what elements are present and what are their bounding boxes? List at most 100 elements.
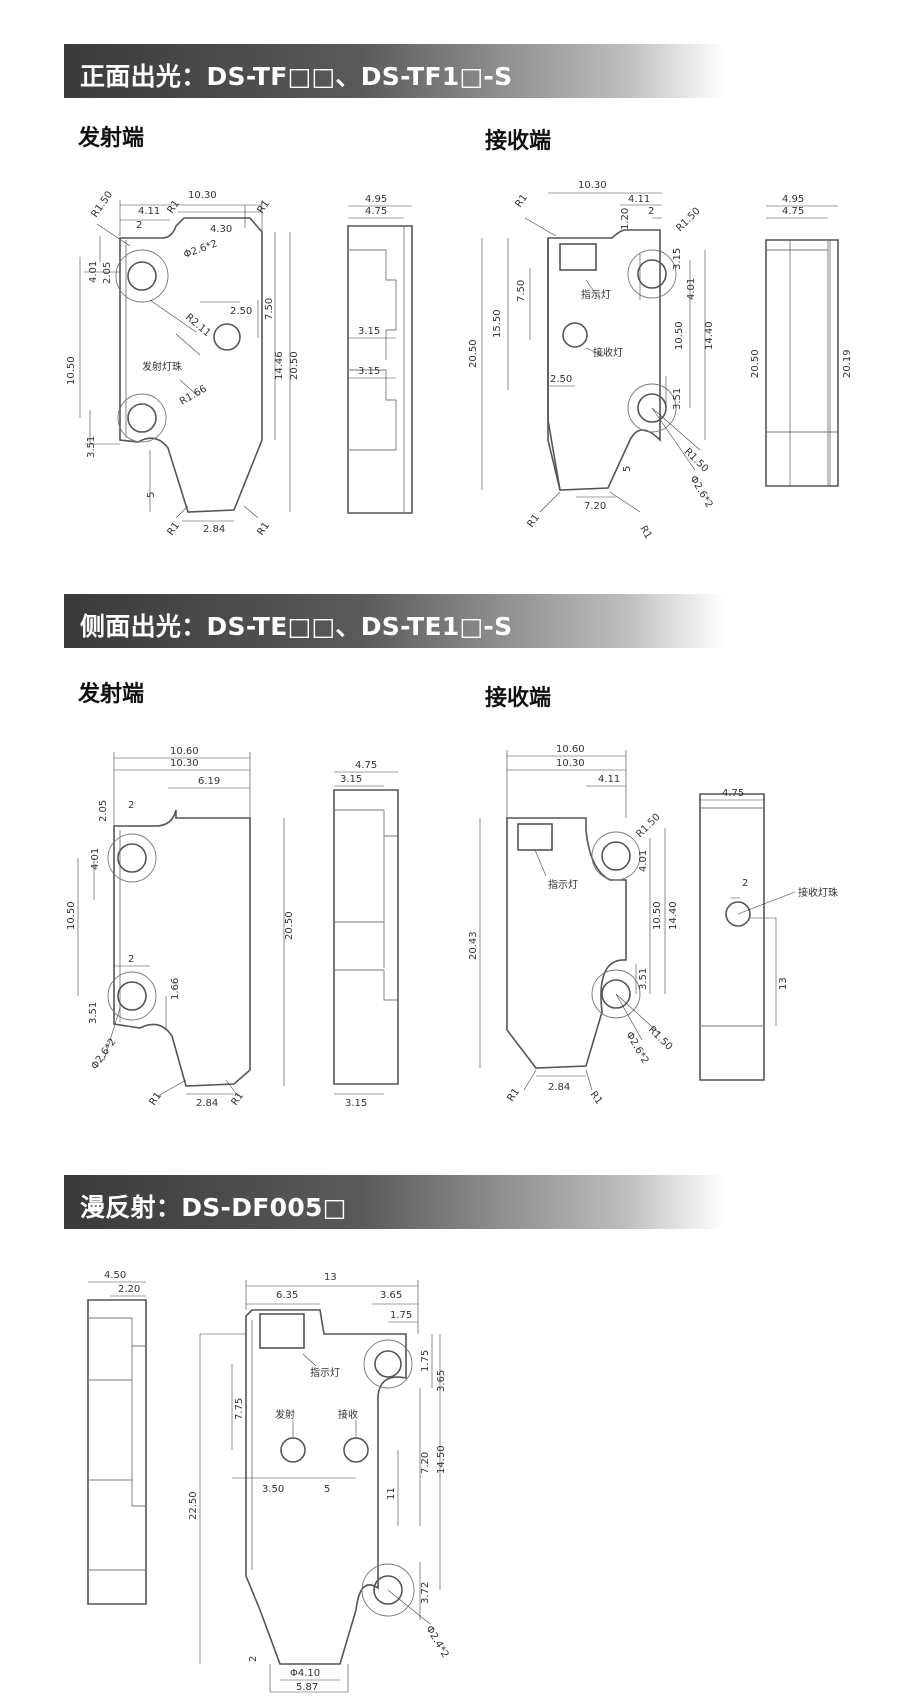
dim-label: 指示灯 <box>581 288 611 301</box>
dim-label: 10.30 <box>188 190 217 201</box>
dim-label: 1.75 <box>390 1310 412 1321</box>
dim-label: 5 <box>324 1484 330 1495</box>
dim-label: 2.05 <box>98 800 109 822</box>
dim-label: 14.46 <box>274 351 285 380</box>
dim-label: 4.01 <box>638 850 649 872</box>
dim-label: 1.20 <box>620 208 631 230</box>
dim-label: 4.50 <box>104 1270 126 1281</box>
dim-label: 20.43 <box>468 931 479 960</box>
dim-label: 5.87 <box>296 1682 318 1693</box>
dim-label: 13 <box>324 1272 337 1283</box>
dim-label: 4.11 <box>628 194 650 205</box>
dim-label: 10.30 <box>578 180 607 191</box>
emitter-heading: 发射端 <box>78 126 145 151</box>
dim-label: 4.75 <box>722 788 744 799</box>
dim-label: 指示灯 <box>548 878 578 891</box>
dim-label: 7.50 <box>516 280 527 302</box>
dim-label: 2 <box>136 220 142 231</box>
dim-label: Φ4.10 <box>290 1668 320 1679</box>
dim-label: 2 <box>128 954 134 965</box>
section-banner-side-light: 侧面出光：DS-TE□□、DS-TE1□-S <box>64 594 724 648</box>
dim-label: 1.75 <box>420 1350 431 1372</box>
dim-label: 2 <box>248 1656 259 1662</box>
dim-label: 3.50 <box>262 1484 284 1495</box>
dim-label: 4.75 <box>365 206 387 217</box>
section-banner-diffuse: 漫反射：DS-DF005□ <box>64 1175 724 1229</box>
dim-label: 4.75 <box>355 760 377 771</box>
dim-label: 20.50 <box>468 339 479 368</box>
dim-label: 13 <box>778 977 789 990</box>
dim-label: 2.84 <box>548 1082 570 1093</box>
dim-label: 3.72 <box>420 1582 431 1604</box>
dim-label: 7.50 <box>264 298 275 320</box>
dim-label: 11 <box>386 1487 397 1500</box>
dim-label: 10.60 <box>556 744 585 755</box>
dim-label: 14.40 <box>668 901 679 930</box>
dim-label: 2.50 <box>550 374 572 385</box>
dim-label: 14.50 <box>436 1445 447 1474</box>
dim-label: 4.30 <box>210 224 232 235</box>
dim-label: 20.50 <box>750 349 761 378</box>
dim-label: 接收灯珠 <box>798 886 838 899</box>
dim-label: 2 <box>648 206 654 217</box>
dim-label: 4.95 <box>782 194 804 205</box>
dim-label: 2.84 <box>196 1098 218 1109</box>
dim-label: 3.51 <box>88 1002 99 1024</box>
dim-label: 22.50 <box>188 1491 199 1520</box>
dim-label: 指示灯 <box>310 1366 340 1379</box>
dim-label: 10.60 <box>170 746 199 757</box>
section-title: 侧面出光：DS-TE□□、DS-TE1□-S <box>80 612 513 641</box>
dim-label: 发射 <box>275 1408 295 1421</box>
dim-label: 7.75 <box>234 1398 245 1420</box>
dim-label: 6.19 <box>198 776 220 787</box>
dim-label: 3.51 <box>672 388 683 410</box>
dim-label: 2.20 <box>118 1284 140 1295</box>
dim-label: 7.20 <box>420 1452 431 1474</box>
dim-label: 2.05 <box>102 262 113 284</box>
dim-label: 15.50 <box>492 309 503 338</box>
dim-label: 3.15 <box>340 774 362 785</box>
dim-label: 4.11 <box>138 206 160 217</box>
dim-label: 3.65 <box>436 1370 447 1392</box>
dim-label: 10.30 <box>170 758 199 769</box>
receiver-heading: 接收端 <box>485 686 552 711</box>
dim-label: 20.50 <box>284 911 295 940</box>
dim-label: 6.35 <box>276 1290 298 1301</box>
emitter-heading: 发射端 <box>78 682 145 707</box>
receiver-heading: 接收端 <box>485 129 552 154</box>
dim-label: 2 <box>742 878 748 889</box>
dim-label: 10.50 <box>652 901 663 930</box>
dim-label: 4.75 <box>782 206 804 217</box>
dim-label: 4.95 <box>365 194 387 205</box>
dim-label: 2.84 <box>203 524 225 535</box>
dim-label: 3.15 <box>345 1098 367 1109</box>
dim-label: 4.01 <box>90 848 101 870</box>
section-title: 正面出光：DS-TF□□、DS-TF1□-S <box>80 62 513 91</box>
dim-label: 1.66 <box>170 978 181 1000</box>
dim-label: 4.01 <box>88 261 99 283</box>
dim-label: Φ2.4*2 <box>423 1624 450 1660</box>
dim-label: 5 <box>146 492 157 498</box>
dim-label: 5 <box>622 466 633 472</box>
dim-label: 接收 <box>338 1408 358 1421</box>
dim-label: 2.50 <box>230 306 252 317</box>
dim-label: 3.51 <box>86 436 97 458</box>
dim-label: 10.30 <box>556 758 585 769</box>
dim-label: 3.15 <box>672 248 683 270</box>
dim-label: 接收灯 <box>593 346 623 359</box>
dim-label: 4.11 <box>598 774 620 785</box>
dim-label: 20.19 <box>842 349 853 378</box>
dim-label: 3.15 <box>358 326 380 337</box>
dim-label: 7.20 <box>584 501 606 512</box>
section-banner-front-light: 正面出光：DS-TF□□、DS-TF1□-S <box>64 44 724 98</box>
dim-label: 10.50 <box>66 901 77 930</box>
dim-label: 2 <box>128 800 134 811</box>
